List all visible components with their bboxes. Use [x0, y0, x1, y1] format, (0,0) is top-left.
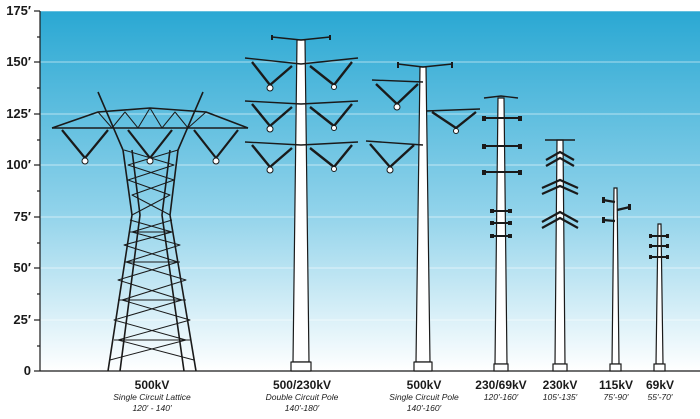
tick-label-0: 0	[24, 363, 31, 378]
sky-background	[40, 11, 700, 371]
pole-69kv	[649, 223, 669, 372]
tick-label-100: 100′	[6, 157, 31, 172]
caption-height: 140′-180′	[284, 403, 320, 413]
double-circuit-pole-500-230kv	[244, 35, 359, 372]
caption-lattice-500kv: 500kV Single Circuit Lattice 120′ - 140′	[113, 378, 190, 414]
caption-double-circuit-500-230kv: 500/230kV Double Circuit Pole 140′-180′	[266, 378, 339, 414]
pole-230kv	[541, 139, 579, 372]
pole-115kv	[602, 187, 631, 372]
caption-voltage: 500kV	[134, 378, 170, 392]
caption-type: Single Circuit Pole	[389, 392, 459, 402]
grid-lines	[40, 10, 700, 321]
caption-height: 120′-160′	[483, 392, 519, 402]
caption-230kv: 230kV 105′-135′	[543, 378, 578, 403]
caption-voltage: 500kV	[406, 378, 442, 392]
caption-single-circuit-500kv: 500kV Single Circuit Pole 140′-160′	[389, 378, 458, 414]
caption-height: 140′-160′	[406, 403, 442, 413]
tick-label-125: 125′	[6, 106, 31, 121]
caption-height: 120′ - 140′	[132, 403, 172, 413]
caption-height: 105′-135′	[542, 392, 578, 402]
tick-label-25: 25′	[13, 312, 31, 327]
caption-voltage: 230/69kV	[475, 378, 527, 392]
tick-label-150: 150′	[6, 54, 31, 69]
height-tick-labels: 175′ 150′ 125′ 100′ 75′ 50′ 25′ 0	[6, 3, 31, 378]
tick-label-75: 75′	[13, 209, 31, 224]
tick-label-50: 50′	[13, 260, 31, 275]
caption-type: Double Circuit Pole	[265, 392, 339, 402]
single-circuit-pole-500kv	[365, 62, 481, 372]
caption-height: 75′-90′	[603, 392, 629, 402]
caption-230-69kv: 230/69kV 120′-160′	[475, 378, 526, 403]
pole-230-69kv	[482, 95, 522, 372]
caption-voltage: 69kV	[645, 378, 675, 392]
tick-label-175: 175′	[6, 3, 31, 18]
caption-115kv: 115kV 75′-90′	[599, 378, 633, 403]
caption-voltage: 230kV	[542, 378, 578, 392]
lattice-tower-500kv	[51, 91, 249, 372]
caption-voltage: 115kV	[598, 378, 634, 392]
caption-height: 55′-70′	[647, 392, 673, 402]
caption-type: Single Circuit Lattice	[113, 392, 191, 402]
caption-69kv: 69kV 55′-70′	[646, 378, 674, 403]
caption-voltage: 500/230kV	[272, 378, 332, 392]
height-axis	[34, 10, 700, 372]
